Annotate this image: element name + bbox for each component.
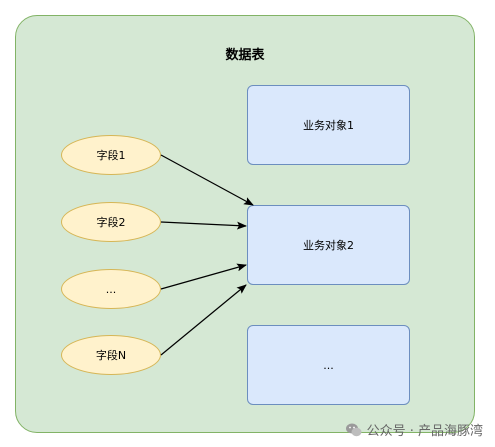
watermark: 公众号 · 产品海豚湾	[345, 420, 483, 439]
field-more-label: ...	[105, 282, 117, 296]
field-more: ...	[61, 269, 161, 309]
business-object-more-label: ...	[323, 358, 334, 372]
field-1-label: 字段1	[96, 149, 126, 162]
wechat-logo-icon	[345, 423, 362, 436]
watermark-text: 公众号 · 产品海豚湾	[366, 424, 483, 439]
data-table-title: 数据表	[225, 48, 265, 63]
business-object-more: ...	[247, 325, 410, 405]
field-1: 字段1	[61, 135, 161, 175]
field-n: 字段N	[61, 335, 161, 375]
business-object-1-label: 业务对象1	[303, 119, 354, 132]
field-2-label: 字段2	[96, 216, 126, 229]
field-2: 字段2	[61, 202, 161, 242]
business-object-1: 业务对象1	[247, 85, 410, 165]
field-n-label: 字段N	[95, 349, 127, 362]
business-object-2: 业务对象2	[247, 205, 410, 285]
business-object-2-label: 业务对象2	[303, 239, 354, 252]
